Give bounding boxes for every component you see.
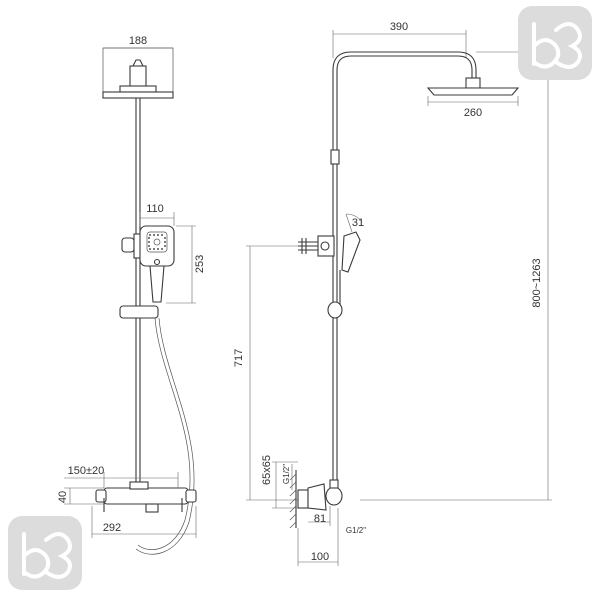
slide-holder-side xyxy=(327,301,343,319)
slide-holder xyxy=(119,305,159,319)
thermostat-body xyxy=(103,487,189,505)
thread-label-right: G1/2" xyxy=(346,526,366,535)
dim-handshower-width: 110 xyxy=(146,203,164,215)
hand-shower-side xyxy=(341,231,361,273)
valve-outlet xyxy=(145,503,159,513)
valve-side-handle xyxy=(325,486,343,506)
hand-shower-head xyxy=(139,225,175,267)
wall-hatch xyxy=(289,473,297,529)
hose-outer xyxy=(137,317,191,550)
brand-logo-bottom-left xyxy=(8,516,82,590)
wall-bracket xyxy=(297,489,309,509)
dim-holder-height: 717 xyxy=(233,349,245,367)
thread-label-left: G1/2" xyxy=(282,464,291,484)
head-swivel xyxy=(129,65,147,89)
hand-holder-knob xyxy=(121,237,135,253)
dim-handshower-length: 253 xyxy=(194,255,206,273)
dim-valve-width: 292 xyxy=(103,522,121,534)
hand-shower-nozzles xyxy=(146,231,168,253)
valve-side-body xyxy=(307,483,327,511)
head-connector xyxy=(132,59,144,67)
front-view: 188 xyxy=(57,35,206,555)
dim-bracket-size: 65x65 xyxy=(261,455,273,485)
dim-valve-height: 40 xyxy=(57,491,69,503)
dim-projection-100: 100 xyxy=(311,551,329,563)
dim-handshower-angle: 31 xyxy=(352,217,364,229)
riser-joint xyxy=(330,149,340,165)
dim-projection-81: 81 xyxy=(314,513,326,525)
riser-arm-inner xyxy=(336,55,473,480)
dim-head-diameter: 260 xyxy=(464,107,482,119)
side-holder-clamp xyxy=(298,238,318,254)
rain-head-front xyxy=(102,91,174,99)
dim-height-range: 800~1263 xyxy=(531,258,543,307)
valve-riser-connector xyxy=(129,481,149,490)
dim-arm-reach: 390 xyxy=(390,21,408,33)
dim-head-width: 188 xyxy=(129,35,147,47)
valve-side-top xyxy=(329,479,339,489)
riser-arm-outer xyxy=(332,51,477,480)
rain-head-side xyxy=(426,87,520,96)
brand-logo-top-right xyxy=(518,6,592,80)
hand-shower-button xyxy=(153,258,161,266)
head-collar xyxy=(119,85,157,93)
hand-shower-handle xyxy=(149,265,165,303)
dim-valve-spacing: 150±20 xyxy=(68,465,105,477)
side-holder-knob xyxy=(320,241,330,251)
head-side-connector xyxy=(465,77,481,89)
side-view: 390 260 800~1263 31 717 xyxy=(233,21,552,566)
valve-handle-right xyxy=(185,489,197,503)
